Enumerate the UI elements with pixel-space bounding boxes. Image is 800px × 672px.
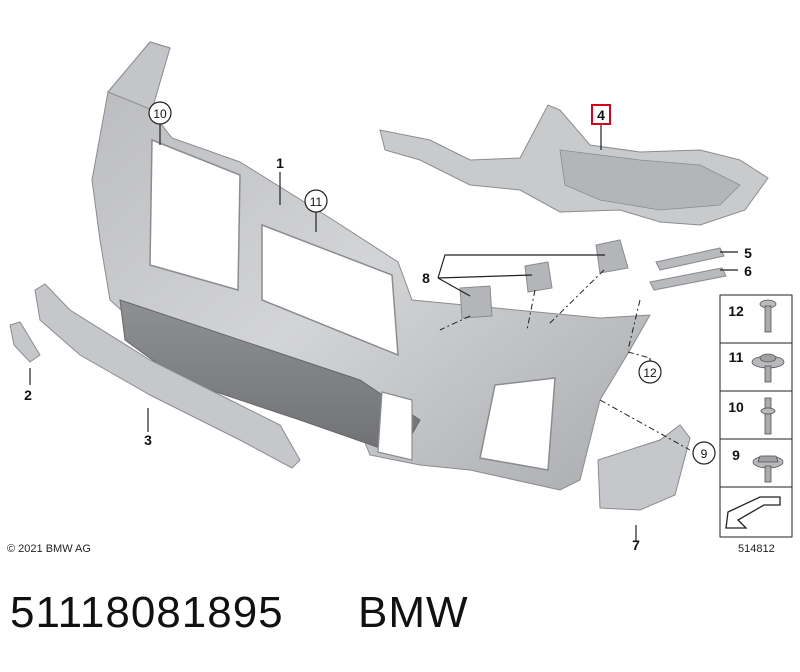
callout-7: 7 — [632, 537, 640, 553]
expanding-rivet-icon — [760, 397, 776, 435]
legend-row-11: 11 — [729, 349, 785, 383]
hex-screw-icon — [752, 455, 784, 483]
screw-icon — [759, 299, 777, 333]
part-number: 51118081895 — [10, 588, 284, 637]
svg-text:9: 9 — [732, 447, 740, 463]
leader-lines — [29, 124, 738, 542]
svg-text:12: 12 — [728, 303, 744, 319]
svg-text:1: 1 — [276, 155, 284, 171]
svg-text:12: 12 — [643, 366, 657, 380]
svg-text:10: 10 — [153, 107, 167, 121]
drawing-number: 514812 — [738, 543, 775, 555]
callout-6: 6 — [744, 263, 752, 279]
grille-carrier-part — [379, 104, 769, 226]
callout-11: 11 — [304, 189, 328, 213]
legend-row-10: 10 — [728, 397, 776, 435]
callout-9: 9 — [692, 441, 716, 465]
callout-3: 3 — [144, 432, 152, 448]
svg-text:10: 10 — [728, 399, 744, 415]
fastener-legend: 12 11 10 9 — [719, 294, 793, 538]
svg-text:3: 3 — [144, 432, 152, 448]
brand-name: BMW — [358, 588, 469, 637]
svg-text:2: 2 — [24, 387, 32, 403]
callout-10: 10 — [148, 101, 172, 125]
clip-nut-icon — [751, 353, 785, 383]
callout-12: 12 — [638, 360, 662, 384]
parts-diagram: 1 2 3 4 5 6 7 8 9 10 11 12 12 — [9, 41, 793, 553]
svg-text:6: 6 — [744, 263, 752, 279]
legend-row-12: 12 — [728, 299, 777, 333]
bracket-parts — [459, 239, 629, 319]
side-air-duct — [597, 424, 691, 511]
lower-trim-strip — [34, 283, 301, 469]
callout-4: 4 — [591, 104, 611, 125]
arrow-icon — [725, 496, 781, 529]
legend-row-9: 9 — [732, 447, 784, 483]
svg-text:4: 4 — [597, 107, 605, 123]
callout-5: 5 — [744, 245, 752, 261]
trim-strips — [649, 247, 727, 291]
dashed-leader-lines — [439, 269, 691, 451]
callout-2: 2 — [24, 387, 32, 403]
svg-text:7: 7 — [632, 537, 640, 553]
copyright-text: © 2021 BMW AG — [7, 543, 91, 555]
svg-text:5: 5 — [744, 245, 752, 261]
svg-text:11: 11 — [310, 195, 323, 209]
highlight-box — [591, 104, 611, 125]
svg-text:9: 9 — [701, 447, 708, 461]
small-cover-part — [9, 321, 41, 363]
bumper-trim-panel — [91, 41, 651, 491]
callout-8: 8 — [422, 270, 430, 286]
svg-text:11: 11 — [729, 349, 744, 365]
callout-1: 1 — [276, 155, 284, 171]
svg-text:8: 8 — [422, 270, 430, 286]
